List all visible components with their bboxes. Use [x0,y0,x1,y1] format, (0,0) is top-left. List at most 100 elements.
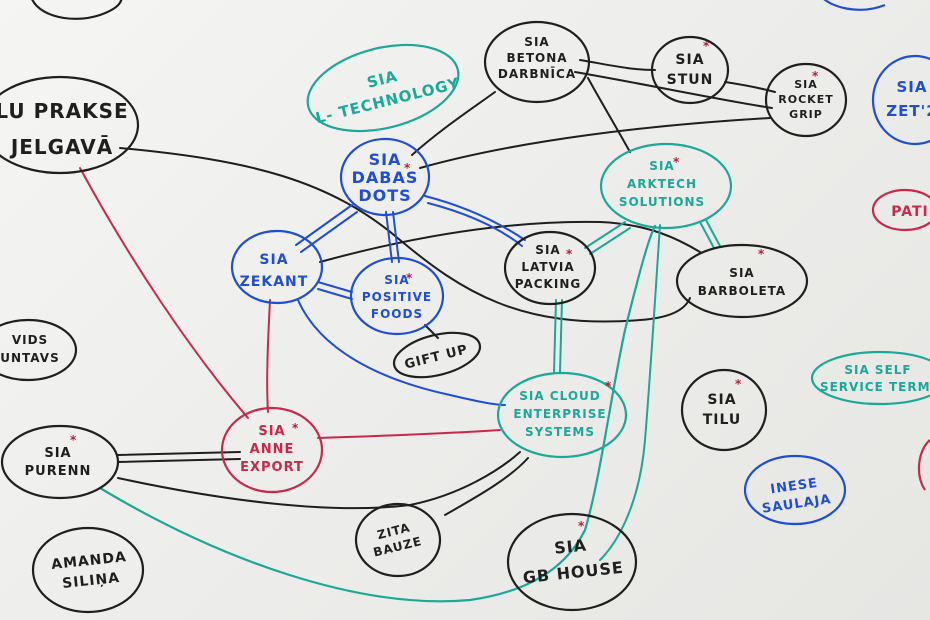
node-label-line: BETONA [506,51,567,65]
node-arktech-ellipse [599,142,733,230]
node-self-service-ellipse [810,350,930,406]
node-zita-ellipse [354,502,442,578]
edge-lu-anne [79,167,249,419]
star-icon-barboleta: * [758,247,765,261]
node-label-line: INESE [770,476,819,498]
edge-dabas-positive-2 [392,211,400,263]
edge-dabas-latvia [424,195,526,241]
edge-arktech-latvia [584,221,626,249]
star-icon-anne: * [292,421,299,435]
edge-stun-rocket [724,81,776,93]
node-tilu-ellipse [680,368,768,452]
node-label-line: SIA [44,446,71,461]
node-label-line: SIA [524,35,549,49]
edge-betona-stun [579,59,656,71]
node-label-line: SILIŅA [61,570,120,592]
edge-purenn-anne [117,451,241,456]
node-label-line: JELGAVĀ [9,135,113,159]
node-rocket-ellipse [764,62,848,138]
node-label-line: POSITIVE [362,290,432,304]
node-label-line: SIA [649,159,674,173]
edge-zita-cloud [444,457,529,516]
node-latvia-packing: SIA LATVIA PACKING [515,243,581,291]
node-label-line: SIA [369,150,402,169]
star-icon-dabas: * [404,161,411,175]
edge-arktech-barboleta [699,221,715,249]
right-edge-partial-ellipse-red [917,439,930,491]
node-inese: INESESAULAJA [759,474,833,516]
node-zekant: SIA ZEKANT [240,252,309,290]
edge-zekant-positive [317,281,353,293]
top-right-partial-ellipse [823,0,886,11]
node-zet-ellipse [871,54,930,146]
node-label-line: SIA [553,535,588,557]
star-icon-arktech: * [673,155,680,169]
edge-arktech-barboleta-2 [705,219,721,247]
node-amanda: AMANDASILIŅA [51,549,130,593]
node-amanda-ellipse [31,526,145,614]
star-icon-latvia: * [566,247,573,261]
node-cloud-ellipse [496,371,628,459]
node-label-line: SIA [729,266,754,280]
node-lu-prakse: LU PRAKSE JELGAVĀ [0,99,129,159]
node-label-line: LU PRAKSE [0,99,129,123]
node-dabas-ellipse [339,137,431,217]
node-label-line: AMANDA [51,549,128,573]
node-pati-ellipse [871,188,930,232]
node-label-line: ENTERPRISE [513,407,606,421]
node-label-line: TILU [703,412,742,428]
edge-purenn-anne-2 [117,458,241,463]
node-lu-prakse-ellipse [0,75,140,175]
edge-zekant-cloud [297,299,506,406]
node-label-line: SYSTEMS [525,425,595,439]
edge-dabas-zekant-2 [300,211,358,253]
node-label-line: ANNE [250,442,295,457]
node-label-line: ZEKANT [240,274,309,290]
node-label-line: LATVIA [521,260,574,274]
node-label-line: STUN [667,72,714,88]
node-label-line: FOODS [371,307,423,321]
node-label-line: SERVICE TERMI [820,380,930,394]
node-stun-ellipse [650,35,730,105]
star-icon-cloud: * [605,379,612,393]
node-gb-house: SIAGB HOUSE [519,532,624,587]
edge-dabas-rocket [419,117,771,169]
edge-arktech-gb [599,224,661,561]
edge-zekant-barboleta [319,220,701,263]
node-label-line: ZET'2 [886,102,930,120]
node-label-line: SOLUTIONS [619,195,705,209]
node-zita-bauze: ZITABAUZE [368,518,423,559]
node-l-technology-ellipse [306,43,460,133]
star-icon-rocket: * [812,69,819,83]
node-self-service: SIA SELF SERVICE TERMI [820,363,930,394]
node-label-line: PACKING [515,277,581,291]
node-label-line: GRIP [789,108,823,121]
top-left-partial-ellipse [31,0,123,20]
node-zekant-ellipse [230,229,324,305]
node-label-line: DARBNĪCA [498,67,576,81]
node-gift-up-ellipse [392,331,482,379]
node-label-line: ROCKET [778,93,833,106]
edge-zekant-positive-2 [317,288,353,300]
node-label-line: SIA [535,243,560,257]
star-icon-gb: * [578,519,585,533]
star-icon-purenn: * [70,433,77,447]
node-label-line: DOTS [358,186,411,205]
node-label-line: BARBOLETA [698,284,786,298]
edge-zekant-anne [266,299,271,413]
edge-arktech-latvia-2 [589,227,631,255]
star-icon-positive: * [406,271,413,285]
node-label-line: SIA SELF [844,363,911,377]
edge-betona-rocket [574,71,773,109]
node-label-line: VIDS [12,333,48,347]
edge-latvia-cloud-2 [559,299,563,373]
node-label-line: SIA [259,252,288,268]
